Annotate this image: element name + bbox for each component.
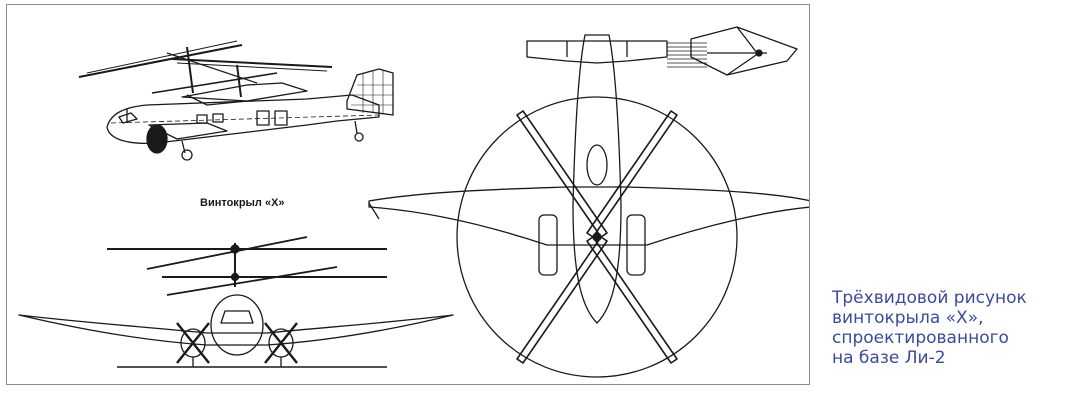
figure-label: Винтокрыл «Х» xyxy=(200,197,285,209)
three-view-drawing xyxy=(18,26,809,378)
caption-line: на базе Ли-2 xyxy=(832,348,946,368)
caption-line: Трёхвидовой рисунок xyxy=(832,288,1027,308)
front-view xyxy=(18,236,454,368)
top-view xyxy=(368,34,809,378)
tail-detail xyxy=(667,26,798,76)
caption-line: винтокрыла «Х», xyxy=(832,308,984,328)
figure-caption: Трёхвидовой рисунок винтокрыла «Х», спро… xyxy=(832,288,1062,368)
figure-frame: Винтокрыл «Х» xyxy=(6,4,810,385)
caption-line: спроектированного xyxy=(832,328,1009,348)
side-view xyxy=(78,40,394,161)
